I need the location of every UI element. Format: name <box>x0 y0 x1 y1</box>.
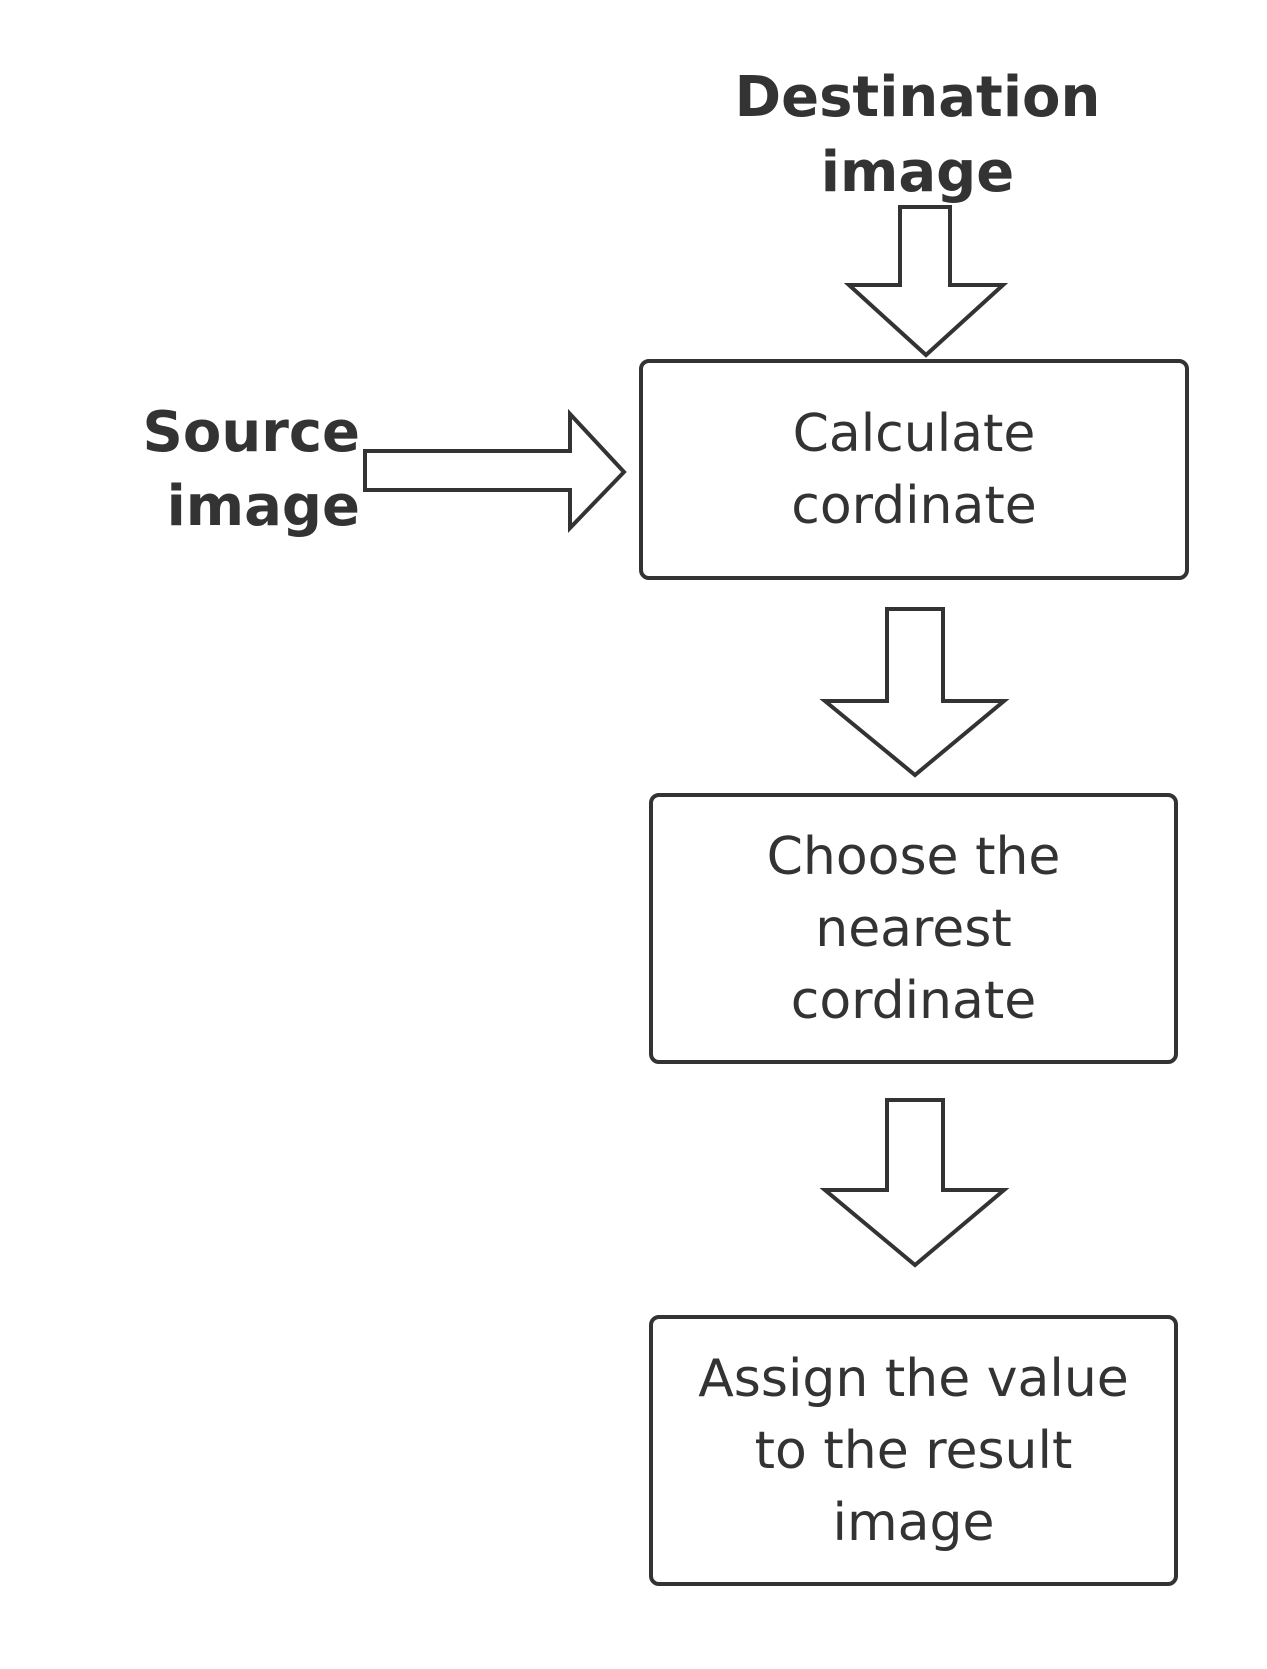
step-2-line-1: Choose the <box>766 826 1061 887</box>
destination-label-line-1: Destination <box>734 65 1101 130</box>
source-image-label: Source image <box>130 396 360 544</box>
source-label-line-2: image <box>166 474 360 539</box>
step-calculate-cordinate: Calculate cordinate <box>639 359 1189 580</box>
step-1-line-2: cordinate <box>791 475 1037 536</box>
source-label-line-1: Source <box>142 400 360 465</box>
step-2-line-3: cordinate <box>790 970 1037 1031</box>
step-3-line-2: to the result <box>754 1420 1073 1481</box>
destination-label-line-2: image <box>820 140 1015 205</box>
arrow-destination-to-calculate <box>843 205 1009 358</box>
step-1-line-1: Calculate <box>792 403 1036 464</box>
step-2-line-2: nearest <box>815 898 1012 959</box>
arrow-choose-to-assign <box>819 1098 1010 1268</box>
arrow-source-to-calculate <box>363 408 627 533</box>
step-3-line-3: image <box>832 1492 995 1553</box>
step-choose-nearest-cordinate: Choose the nearest cordinate <box>649 793 1178 1064</box>
arrow-calculate-to-choose <box>819 607 1010 778</box>
step-assign-value: Assign the value to the result image <box>649 1315 1178 1586</box>
step-3-line-1: Assign the value <box>698 1348 1129 1409</box>
destination-image-label: Destination image <box>700 60 1135 210</box>
